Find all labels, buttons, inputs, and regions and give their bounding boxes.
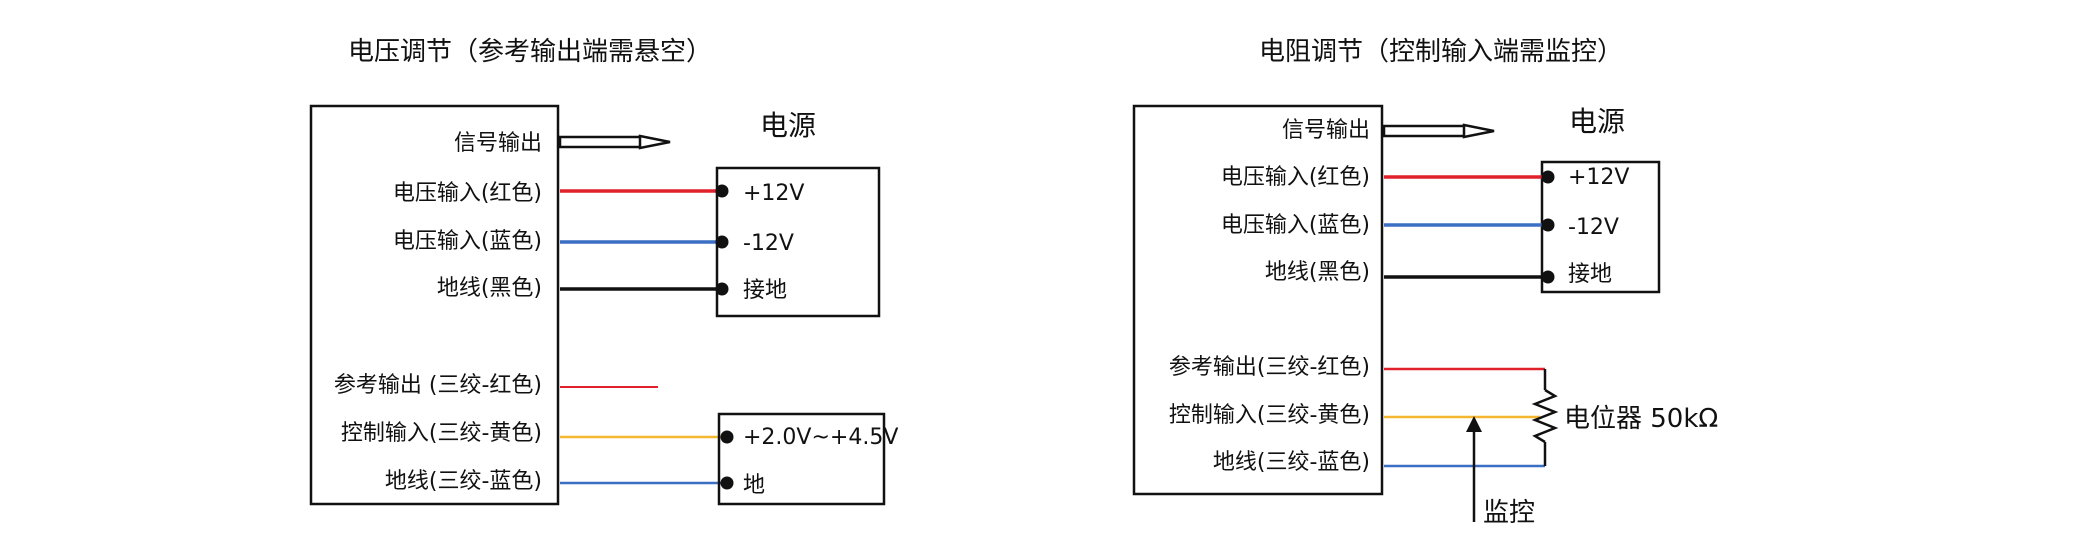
left-signal-output-label: 信号输出 (454, 131, 542, 156)
right-ctrl-label-red: 参考输出(三绞-红色) (1169, 355, 1370, 380)
right-input-label-blue: 电压输入(蓝色) (1221, 213, 1370, 238)
right-device-box (1132, 104, 1384, 496)
left-terminal-ground: 接地 (743, 278, 787, 303)
left-control-ground: 地 (743, 473, 765, 498)
right-terminal-dot-12v (1541, 170, 1555, 184)
left-input-label-black: 地线(黑色) (437, 276, 542, 301)
left-ctrl-label-red: 参考输出 (三绞-红色) (334, 373, 542, 398)
left-ctrl-label-yellow: 控制输入(三绞-黄色) (341, 421, 542, 446)
left-control-dot-voltage (720, 430, 734, 444)
left-terminal-dot-minus12v (715, 235, 729, 249)
right-terminal-dot-ground (1541, 270, 1555, 284)
left-input-label-blue: 电压输入(蓝色) (393, 229, 542, 254)
left-title: 电压调节（参考输出端需悬空） (348, 37, 712, 67)
left-input-label-red: 电压输入(红色) (393, 181, 542, 206)
monitor-arrow (1466, 416, 1482, 522)
left-terminal-minus12v: -12V (743, 231, 794, 256)
right-terminal-plus12v: +12V (1568, 165, 1629, 190)
right-ctrl-label-blue: 地线(三绞-蓝色) (1213, 450, 1370, 475)
potentiometer-symbol (1531, 369, 1559, 466)
right-diagram: 电阻调节（控制输入端需监控） 信号输出 电源 电压输入(红色) +12V 电压输… (1132, 37, 1718, 528)
right-signal-output-arrow (1382, 123, 1495, 139)
left-terminal-dot-ground (715, 282, 729, 296)
right-terminal-dot-minus12v (1541, 218, 1555, 232)
right-terminal-ground: 接地 (1568, 262, 1612, 287)
right-power-title: 电源 (1569, 105, 1625, 138)
potentiometer-label: 电位器 50kΩ (1564, 404, 1718, 434)
right-signal-output-label: 信号输出 (1282, 118, 1370, 143)
left-power-title: 电源 (760, 109, 816, 142)
right-ctrl-label-yellow: 控制输入(三绞-黄色) (1169, 403, 1370, 428)
right-terminal-minus12v: -12V (1568, 215, 1619, 240)
right-input-label-black: 地线(黑色) (1265, 260, 1370, 285)
left-terminal-dot-12v (715, 184, 729, 198)
left-control-dot-ground (720, 476, 734, 490)
left-signal-output-arrow (558, 134, 671, 150)
left-terminal-plus12v: +12V (743, 181, 804, 206)
left-device-box (309, 104, 560, 506)
left-ctrl-label-blue: 地线(三绞-蓝色) (385, 469, 542, 494)
monitor-label: 监控 (1483, 498, 1535, 528)
left-control-voltage-range: +2.0V~+4.5V (743, 425, 898, 450)
right-title: 电阻调节（控制输入端需监控） (1259, 37, 1623, 67)
left-diagram: 电压调节（参考输出端需悬空） 信号输出 电源 电压输入(红色) +12V 电压输… (309, 37, 898, 506)
left-control-box (717, 412, 886, 506)
right-input-label-red: 电压输入(红色) (1221, 165, 1370, 190)
